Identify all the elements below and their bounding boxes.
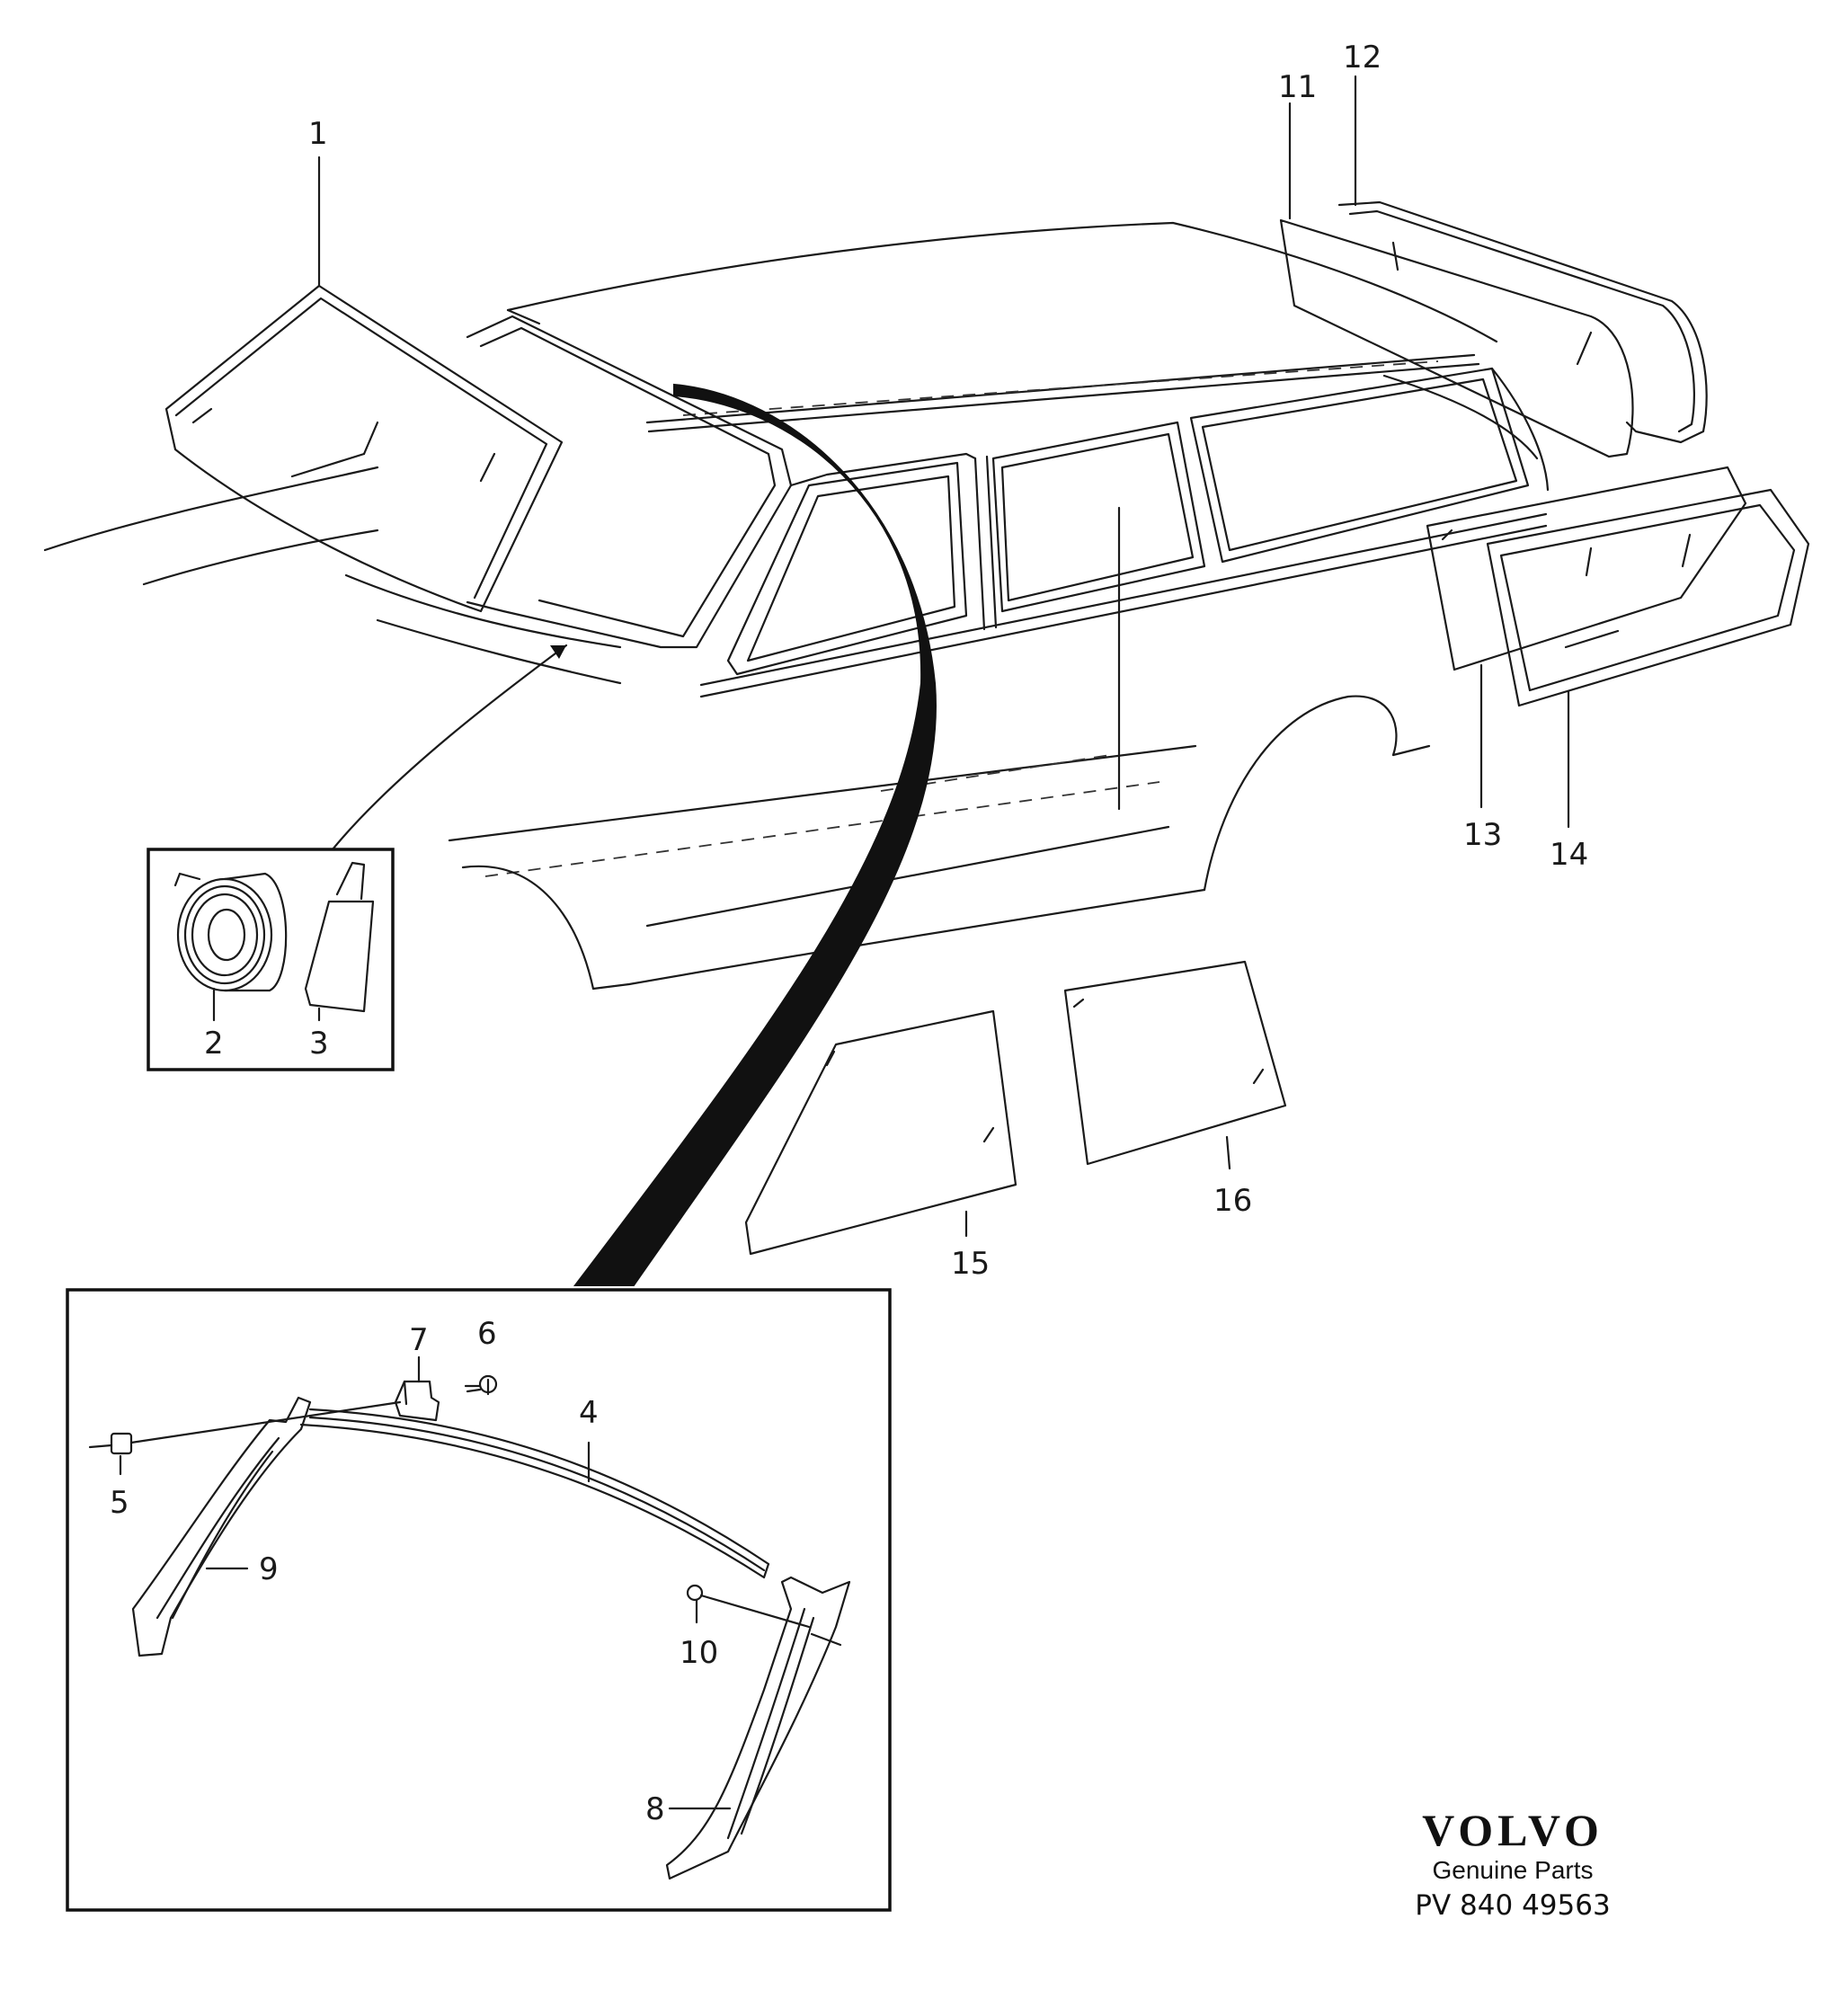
callout-4: 4: [579, 1395, 599, 1431]
rear-door-glass: [1063, 960, 1287, 1166]
callout-labels: 1 2 3 4 5 6 7 8 9 10 11 12 13 14 15 16: [110, 40, 1588, 1827]
quarter-window-seal: [1486, 488, 1810, 707]
callout-5: 5: [110, 1485, 129, 1521]
callout-11: 11: [1278, 69, 1317, 105]
callout-15: 15: [951, 1246, 990, 1282]
callout-9: 9: [259, 1551, 279, 1587]
b-pillar-trim: [665, 1576, 851, 1880]
callout-2: 2: [204, 1026, 224, 1062]
clip-nut: [88, 1400, 402, 1455]
volvo-logo: VOLVO: [1422, 1805, 1604, 1855]
car-body: [43, 221, 1550, 991]
callout-13: 13: [1463, 817, 1502, 853]
rear-window-glass: [1279, 218, 1634, 458]
brand-block: VOLVO Genuine Parts PV 840 49563: [1415, 1805, 1610, 1922]
windshield-glass: [164, 284, 564, 613]
callout-8: 8: [645, 1791, 665, 1827]
callout-16: 16: [1213, 1183, 1252, 1219]
callout-6: 6: [477, 1316, 497, 1352]
sealant-inset: [147, 848, 395, 1071]
detail-connector-band: [573, 383, 937, 1286]
clip-bracket: [394, 1380, 440, 1422]
tape-arrow: [331, 644, 568, 851]
rear-window-seal: [1337, 200, 1708, 444]
callout-1: 1: [308, 116, 328, 152]
a-pillar-trim: [131, 1396, 312, 1657]
front-door-glass: [744, 1009, 1017, 1256]
callout-3: 3: [309, 1026, 329, 1062]
tape-roll: [173, 872, 288, 992]
callout-7: 7: [409, 1322, 429, 1358]
trim-inset: [66, 1288, 892, 1912]
callout-10: 10: [680, 1635, 718, 1671]
leader-lines: [119, 75, 1570, 1810]
roof-moulding: [299, 1408, 770, 1579]
callout-12: 12: [1343, 40, 1382, 76]
sealant-tube: [304, 861, 375, 1013]
trim-screw: [686, 1584, 842, 1647]
callout-14: 14: [1550, 837, 1588, 873]
quarter-window-glass: [1426, 466, 1747, 671]
part-code: PV 840 49563: [1415, 1889, 1610, 1922]
brand-subtitle: Genuine Parts: [1433, 1856, 1594, 1884]
